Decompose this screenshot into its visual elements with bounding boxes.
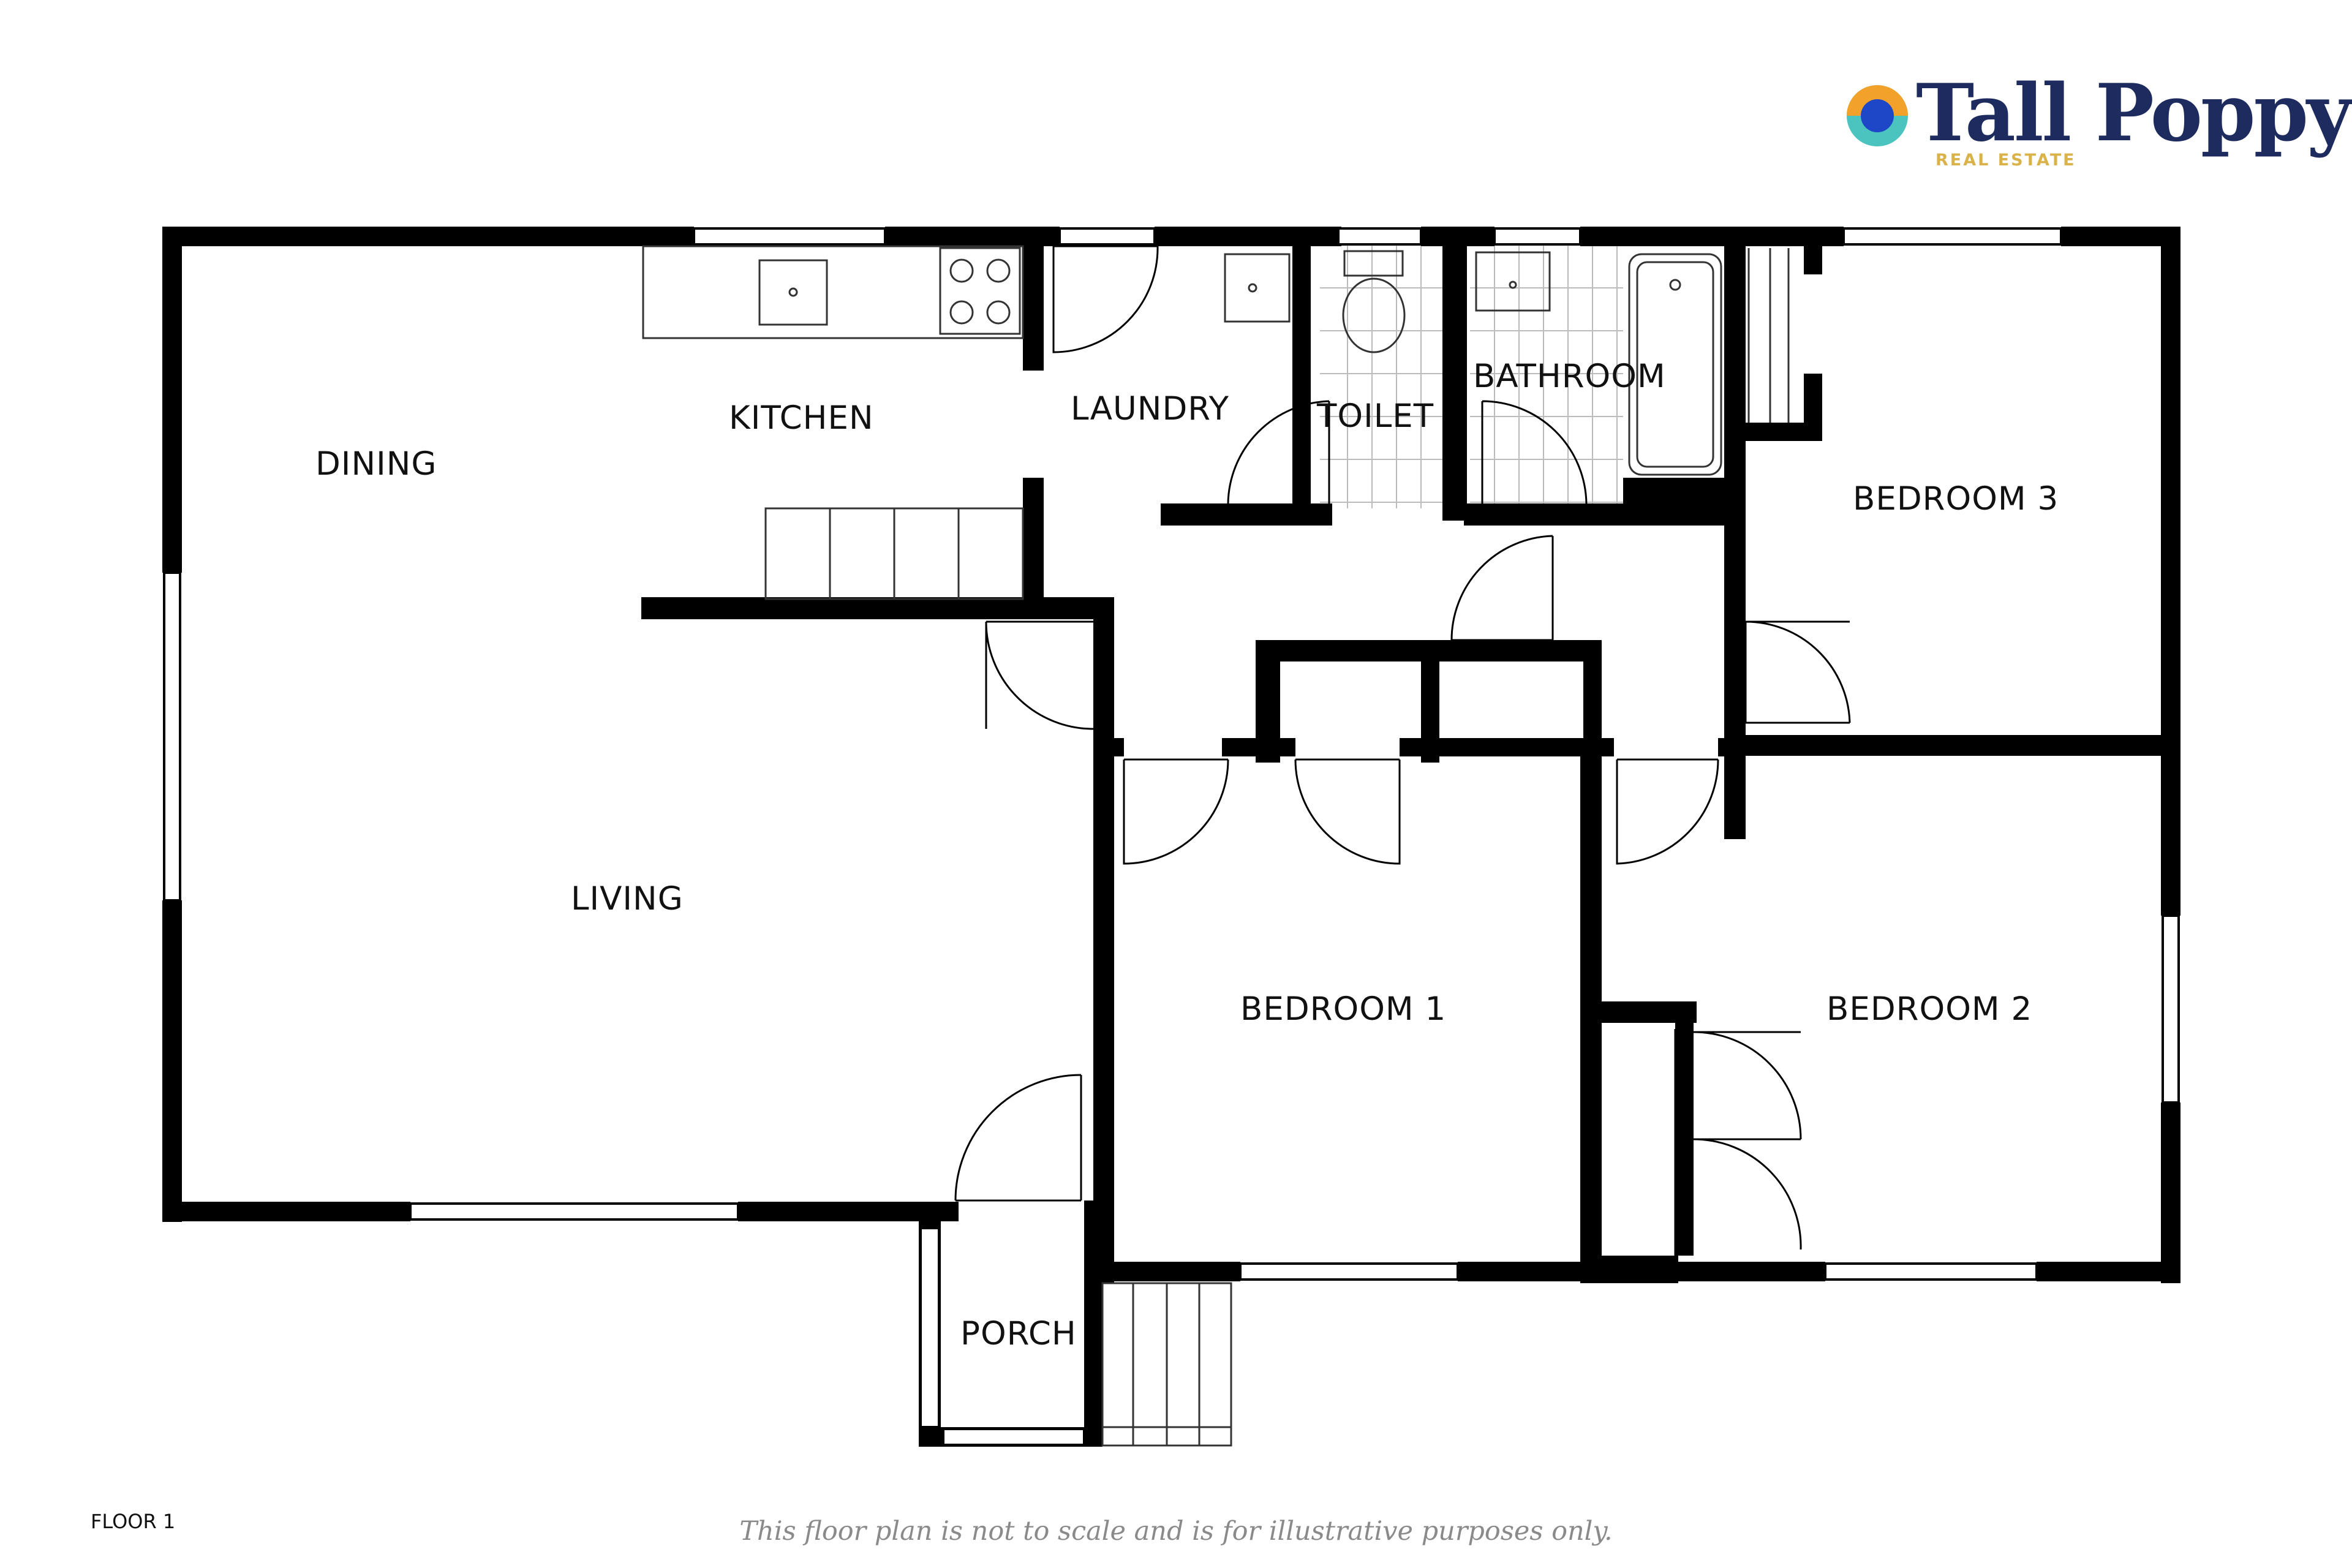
- bathtub-icon: [1628, 253, 1722, 476]
- basin-icon: [1475, 251, 1551, 312]
- walls: [162, 227, 2180, 1447]
- floor-label: FLOOR 1: [91, 1510, 176, 1533]
- kitchen-counter: [642, 245, 1024, 339]
- toilet-icon: [1342, 277, 1406, 353]
- disclaimer-text: This floor plan is not to scale and is f…: [739, 1516, 1613, 1547]
- room-label-bedroom-3: BEDROOM 3: [1853, 480, 2059, 518]
- fixtures: [642, 245, 1790, 1447]
- laundry-tub-icon: [1224, 253, 1291, 323]
- wardrobe-icon: [1747, 248, 1790, 423]
- brand-logo: Tall Poppy REAL ESTATE: [1844, 67, 2352, 176]
- room-label-bathroom: BATHROOM: [1473, 358, 1666, 395]
- kitchen-sink-icon: [758, 259, 828, 326]
- toilet-cistern-icon: [1343, 250, 1404, 277]
- room-label-bedroom-2: BEDROOM 2: [1826, 990, 2032, 1028]
- room-label-living: LIVING: [571, 880, 684, 918]
- doors: [954, 245, 1851, 1256]
- poppy-logo-icon: [1847, 85, 1908, 146]
- cooktop-icon: [939, 247, 1021, 335]
- room-label-kitchen: KITCHEN: [729, 399, 874, 437]
- room-labels: DINING KITCHEN LAUNDRY TOILET BATHROOM B…: [315, 358, 2059, 1352]
- brand-name: Tall Poppy: [1916, 67, 2352, 159]
- room-label-porch: PORCH: [960, 1315, 1077, 1352]
- room-label-toilet: TOILET: [1316, 398, 1434, 435]
- room-label-bedroom-1: BEDROOM 1: [1240, 990, 1446, 1028]
- brand-tagline: REAL ESTATE: [1936, 151, 2076, 170]
- room-label-laundry: LAUNDRY: [1071, 390, 1229, 428]
- room-label-dining: DINING: [315, 445, 437, 483]
- windows: [163, 227, 2180, 1446]
